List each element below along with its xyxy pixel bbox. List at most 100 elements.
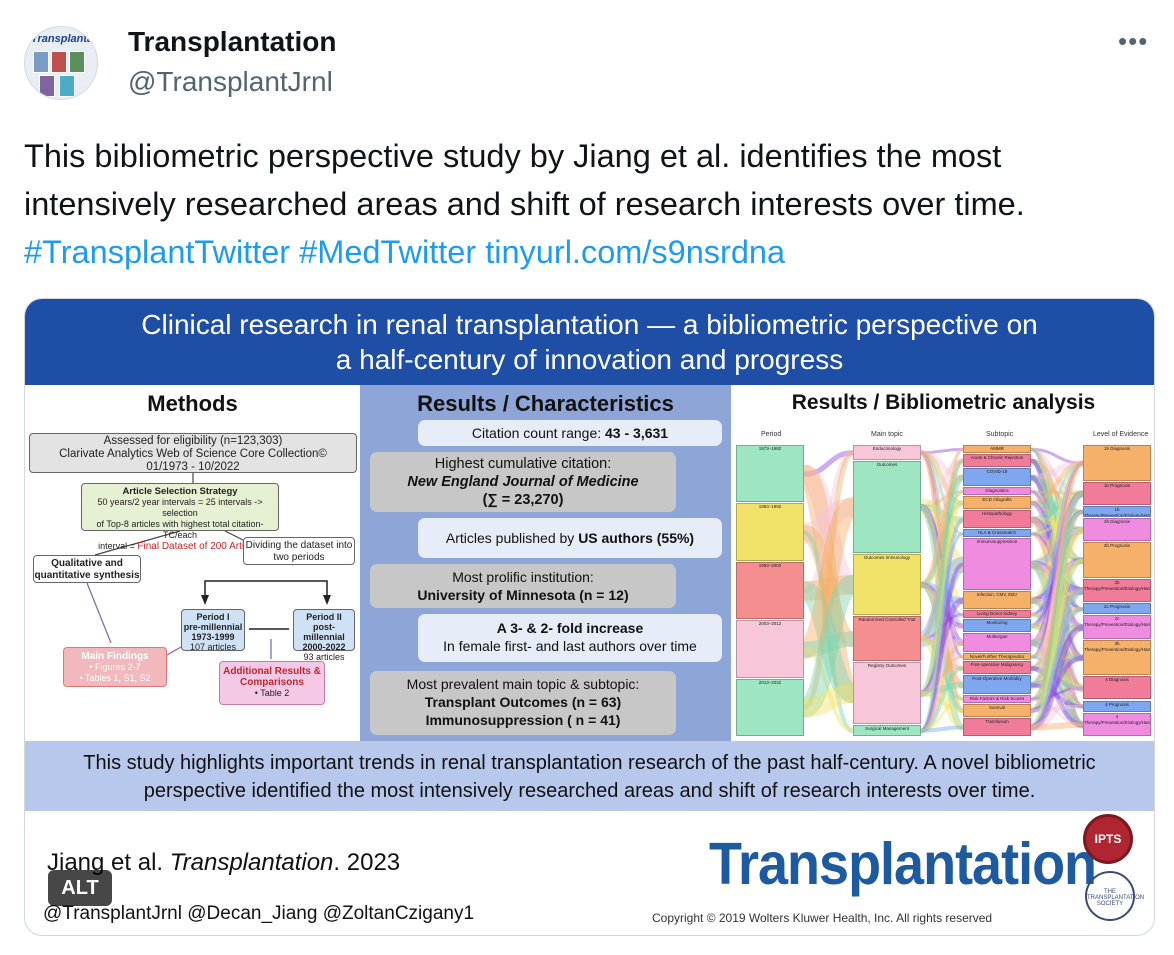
subtopic-node: Post-operative Malignancy xyxy=(963,661,1031,675)
sankey-flow xyxy=(1030,559,1084,659)
sankey-flow xyxy=(1030,490,1084,496)
sankey-flow xyxy=(919,517,965,733)
sankey-flow xyxy=(1029,587,1085,731)
author-name[interactable]: Transplantation xyxy=(128,26,337,57)
avatar-cover xyxy=(59,75,75,97)
tweet-link[interactable]: tinyurl.com/s9nsrdna xyxy=(485,234,786,270)
sankey-flow xyxy=(919,474,965,589)
methods-column: Methods Assessed for eligibility (n=123,… xyxy=(25,385,360,741)
sankey-flow xyxy=(1030,666,1084,691)
sankey-flow xyxy=(1030,598,1084,709)
sankey-flow xyxy=(1030,721,1084,731)
sankey-flow xyxy=(920,623,964,696)
sankey-flow xyxy=(1030,458,1084,594)
sankey-flow xyxy=(802,497,855,543)
subtopic-node: Novel/Further Therapeutics xyxy=(963,652,1031,661)
eligibility-line: Clarivate Analytics Web of Science Core … xyxy=(59,448,327,460)
sankey-flow xyxy=(1030,447,1084,611)
sankey-flow xyxy=(799,464,858,704)
sankey-flow xyxy=(1030,458,1084,533)
main-findings-item: • Figures 2-7 xyxy=(89,662,141,672)
sankey-flow xyxy=(1030,501,1084,612)
sankey-flow xyxy=(920,582,964,629)
hashtag-transplanttwitter[interactable]: #TransplantTwitter xyxy=(24,234,291,270)
sankey-flow xyxy=(1030,532,1084,563)
subtopic-node: Immunosuppression xyxy=(963,538,1031,590)
sankey-flow xyxy=(1030,655,1084,660)
sankey-flow xyxy=(919,450,965,604)
avatar[interactable]: Transplantation xyxy=(24,26,98,100)
synthesis-box: Qualitative and quantitative synthesis xyxy=(33,555,141,583)
prevalent-topic-label: Most prevalent main topic & subtopic: xyxy=(406,676,640,692)
sankey-flow xyxy=(1029,474,1085,662)
sankey-flow xyxy=(803,530,854,733)
sankey-flow xyxy=(1030,460,1084,629)
sankey-flow xyxy=(1030,509,1084,603)
sankey-flow xyxy=(920,490,964,641)
more-options-icon[interactable]: ••• xyxy=(1118,26,1149,56)
sankey-flow xyxy=(1030,558,1084,713)
sankey-flow xyxy=(1030,492,1084,701)
journal-name: New England Journal of Medicine xyxy=(407,474,639,490)
period-1-title: Period I xyxy=(196,612,230,622)
sankey-flow xyxy=(1030,516,1084,534)
period-node: 1993–2002 xyxy=(736,561,804,620)
sankey-flow xyxy=(1030,639,1084,692)
level-node: 4 Diagnosis xyxy=(1083,676,1151,700)
hashtag-medtwitter[interactable]: #MedTwitter xyxy=(299,234,477,270)
subtopic-node: Post-Operative Morbidity xyxy=(963,675,1031,694)
highest-citation-box: Highest cumulative citation: New England… xyxy=(370,452,676,512)
sankey-flow xyxy=(1030,447,1084,709)
sankey-flow xyxy=(1029,460,1085,713)
media-card[interactable]: Clinical research in renal transplantati… xyxy=(24,298,1155,936)
sankey-flow xyxy=(1030,447,1084,660)
methods-heading: Methods xyxy=(147,391,238,416)
highest-citation-label: Highest cumulative citation: xyxy=(434,456,612,472)
tweet-text: This bibliometric perspective study by J… xyxy=(24,132,1154,276)
strategy-line: of Top-8 articles with highest total cit… xyxy=(96,519,264,540)
author-handles: @TransplantJrnl @Decan_Jiang @ZoltanCzig… xyxy=(43,903,475,924)
sankey-flow xyxy=(1030,686,1084,701)
period-1-box: Period I pre-millennial 1973-1999 107 ar… xyxy=(181,609,245,652)
author-handle[interactable]: @TransplantJrnl xyxy=(128,66,333,97)
sankey-flow xyxy=(1030,557,1084,604)
divide-dataset-box: Dividing the dataset into two periods xyxy=(243,537,355,565)
sankey-flow xyxy=(1030,501,1084,709)
main-topic-value: Transplant Outcomes (n = 63) xyxy=(424,694,622,710)
sankey-flow xyxy=(1030,532,1084,611)
period-node: 2013–2022 xyxy=(736,678,804,736)
period-node: 1973–1982 xyxy=(736,445,804,503)
sankey-flow xyxy=(920,697,964,733)
sankey-flow xyxy=(1030,509,1084,688)
sankey-flow xyxy=(1030,475,1084,514)
sankey-flow xyxy=(1030,613,1084,727)
col-label-main-topic: Main topic xyxy=(871,431,903,438)
period-2-label: post-millennial xyxy=(303,622,345,642)
alt-text-button[interactable]: ALT xyxy=(48,870,112,906)
sankey-flow xyxy=(1030,490,1084,727)
transplantation-logo: Transplantation xyxy=(709,831,1097,897)
sankey-flow xyxy=(919,503,965,647)
strategy-line: 50 years/2 year intervals = 25 intervals… xyxy=(97,497,263,518)
sankey-flow xyxy=(920,562,964,733)
sankey-flow xyxy=(1030,490,1084,523)
sankey-flow xyxy=(920,505,964,617)
sankey-flow xyxy=(803,647,854,733)
female-authors-box: A 3- & 2- fold increase In female first-… xyxy=(418,614,722,662)
sankey-flow xyxy=(1030,474,1084,564)
subtopic-node: Living Donor Kidney Transplantation xyxy=(963,610,1031,619)
col-label-period: Period xyxy=(761,431,782,438)
sankey-flow xyxy=(920,636,964,671)
period-1-years: 1973-1999 xyxy=(191,632,235,642)
sankey-flow xyxy=(1030,489,1084,569)
sankey-flow xyxy=(919,450,965,688)
sankey-flow xyxy=(1030,475,1084,612)
sankey-flow xyxy=(920,500,964,588)
sankey-flow xyxy=(1030,516,1084,595)
sankey-flow xyxy=(1030,623,1084,661)
sankey-flow xyxy=(1029,560,1085,693)
sankey-flow xyxy=(1030,528,1084,701)
sankey-flow xyxy=(1030,500,1084,661)
infographic-title: Clinical research in renal transplantati… xyxy=(25,299,1154,385)
eligibility-box: Assessed for eligibility (n=123,303) Cla… xyxy=(29,433,357,473)
